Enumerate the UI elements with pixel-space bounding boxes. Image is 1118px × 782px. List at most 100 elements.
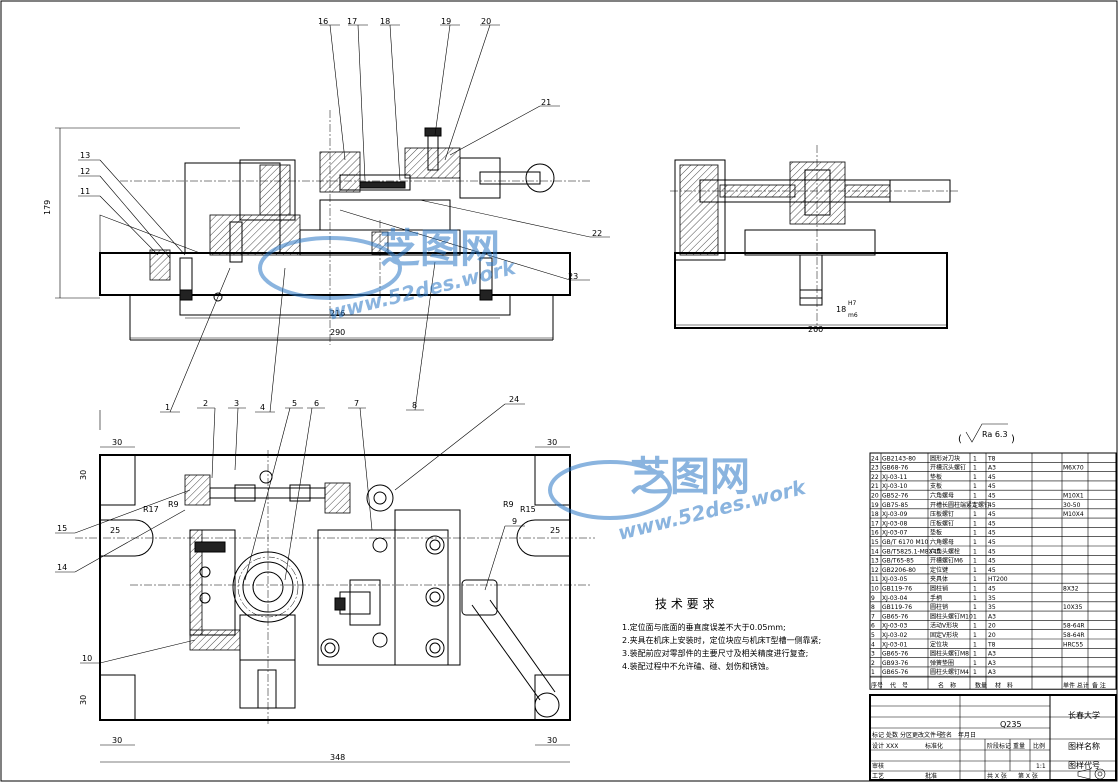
bom-header-cell: 代 号 — [890, 681, 908, 689]
bom-cell: 1 — [973, 511, 977, 518]
bom-cell: 手柄 — [930, 594, 942, 602]
balloon-6: 6 — [314, 399, 319, 408]
tb-std: 标准化 — [925, 742, 943, 750]
bom-cell: GB/T5825.1-M8X45 — [882, 548, 941, 555]
bom-cell: M10X4 — [1063, 511, 1084, 518]
dim-30-b: 30 — [547, 438, 557, 447]
bom-cell: 35 — [988, 595, 996, 602]
bom-cell: 圆柱头螺钉M8 — [930, 650, 969, 658]
tb-design-name: XXX — [886, 743, 898, 750]
balloon-17: 17 — [347, 17, 357, 26]
bom-cell: 58-64R — [1063, 623, 1085, 630]
watermark-cn-top: 芝图网 — [380, 226, 500, 272]
bom-cell: 压板螺钉 — [930, 510, 954, 518]
bom-cell: 45 — [988, 539, 996, 546]
bom-cell: 2 — [871, 660, 875, 667]
balloon-24: 24 — [509, 395, 519, 404]
bom-cell: 10X35 — [1063, 604, 1083, 611]
bom-cell: XJ-03-04 — [882, 595, 907, 602]
bom-cell: 8 — [871, 604, 875, 611]
bom-cell: 1 — [973, 660, 977, 667]
bom-cell: 45 — [988, 511, 996, 518]
fit-m6: m6 — [848, 312, 858, 319]
dim-30-d: 30 — [79, 695, 88, 705]
bom-cell: 1 — [973, 651, 977, 658]
tb-design: 设计 — [872, 742, 884, 750]
balloon-9: 9 — [512, 517, 517, 526]
bom-cell: 垫板 — [930, 529, 942, 537]
dim-179: 179 — [43, 200, 52, 215]
bom-cell: 支板 — [930, 482, 942, 490]
side-view: 200 18 H7 m6 — [670, 145, 960, 334]
watermark-top: 芝图网 www.52des.work — [258, 226, 519, 325]
bom-cell: 1 — [973, 483, 977, 490]
middle-leaders: 1 2 3 4 5 6 7 8 24 — [160, 261, 525, 581]
balloon-5: 5 — [292, 399, 297, 408]
tech-line-4: 4.装配过程中不允许磕、碰、划伤和锈蚀。 — [622, 661, 774, 671]
tech-line-3: 3.装配前应对零部件的主要尺寸及相关精度进行复查; — [622, 648, 808, 658]
bom-cell: 20 — [988, 632, 996, 639]
bom-header-cell: 序号 — [871, 681, 883, 689]
balloon-14: 14 — [57, 563, 67, 572]
bom-cell: 8X32 — [1063, 586, 1079, 593]
tb-ratio: 比例 — [1033, 742, 1045, 750]
bom-cell: 21 — [871, 483, 879, 490]
bom-cell: 11 — [871, 576, 879, 583]
dim-30-f: 30 — [547, 736, 557, 745]
bom-cell: 1 — [973, 576, 977, 583]
bom-cell: 开槽沉头螺钉 — [930, 464, 966, 472]
balloon-7: 7 — [354, 399, 359, 408]
bom-cell: T8 — [987, 641, 996, 648]
tb-review: 审核 — [872, 762, 884, 770]
dim-r9: R9 — [168, 500, 179, 509]
bom-cell: M10X1 — [1063, 493, 1084, 500]
bom-cell: 弹簧垫圈 — [930, 659, 954, 667]
bom-cell: 六角头螺栓 — [930, 547, 960, 555]
tb-drawing-code: 图样代号 — [1068, 760, 1100, 770]
bom-header-cell: 名 称 — [938, 681, 956, 689]
bom-cell: 35 — [988, 604, 996, 611]
tb-mark: 标记 — [872, 731, 884, 739]
svg-text:): ) — [1011, 434, 1015, 445]
bom-cell: 1 — [973, 539, 977, 546]
bom-cell: 20 — [871, 493, 879, 500]
bom-cell: HT200 — [988, 576, 1008, 583]
bom-cell: XJ-03-10 — [882, 483, 907, 490]
dim-r9-b: R9 — [503, 500, 514, 509]
bom-cell: 45 — [988, 520, 996, 527]
bom-cell: 19 — [871, 502, 879, 509]
balloon-18: 18 — [380, 17, 390, 26]
tb-weight: 重量 — [1013, 742, 1025, 750]
bom-cell: 1 — [973, 641, 977, 648]
tech-title: 技 术 要 求 — [655, 597, 714, 611]
bom-cell: GB119-76 — [882, 604, 912, 611]
bom-cell: 夹具体 — [930, 575, 948, 583]
tb-scale: 1:1 — [1036, 763, 1046, 770]
tb-process: 工艺 — [872, 772, 884, 780]
dim-30-a: 30 — [112, 438, 122, 447]
bom-cell: 固定V形块 — [930, 631, 958, 639]
dim-25-a: 25 — [110, 526, 120, 535]
bom-cell: GB/T65-85 — [882, 558, 914, 565]
bom-cell: 1 — [973, 623, 977, 630]
bom-cell: 六角螺母 — [930, 492, 954, 500]
bom-cell: 45 — [988, 567, 996, 574]
tb-drawing-name: 图样名称 — [1068, 741, 1100, 751]
bom-cell: 1 — [973, 502, 977, 509]
bom-cell: 45 — [988, 586, 996, 593]
watermark-cn-bottom: 芝图网 — [630, 454, 750, 500]
bom-cell: 1 — [973, 455, 977, 462]
bom-cell: A3 — [988, 669, 996, 676]
bom-cell: 垫板 — [930, 473, 942, 481]
roughness-symbol: ( Ra 6.3 ) — [958, 423, 1015, 445]
bom-cell: 13 — [871, 558, 879, 565]
bom-cell: 15 — [871, 539, 879, 546]
bom-cell: T8 — [987, 455, 996, 462]
balloon-8: 8 — [412, 401, 417, 410]
tb-count: 处数 — [886, 731, 898, 739]
dim-348: 348 — [330, 753, 345, 762]
bom-cell: 1 — [973, 604, 977, 611]
bom-cell: 1 — [973, 613, 977, 620]
title-block: 长春大学 Q235 图样名称 图样代号 标记 处数 分区 更改文件号 签名 年月… — [869, 694, 1117, 781]
